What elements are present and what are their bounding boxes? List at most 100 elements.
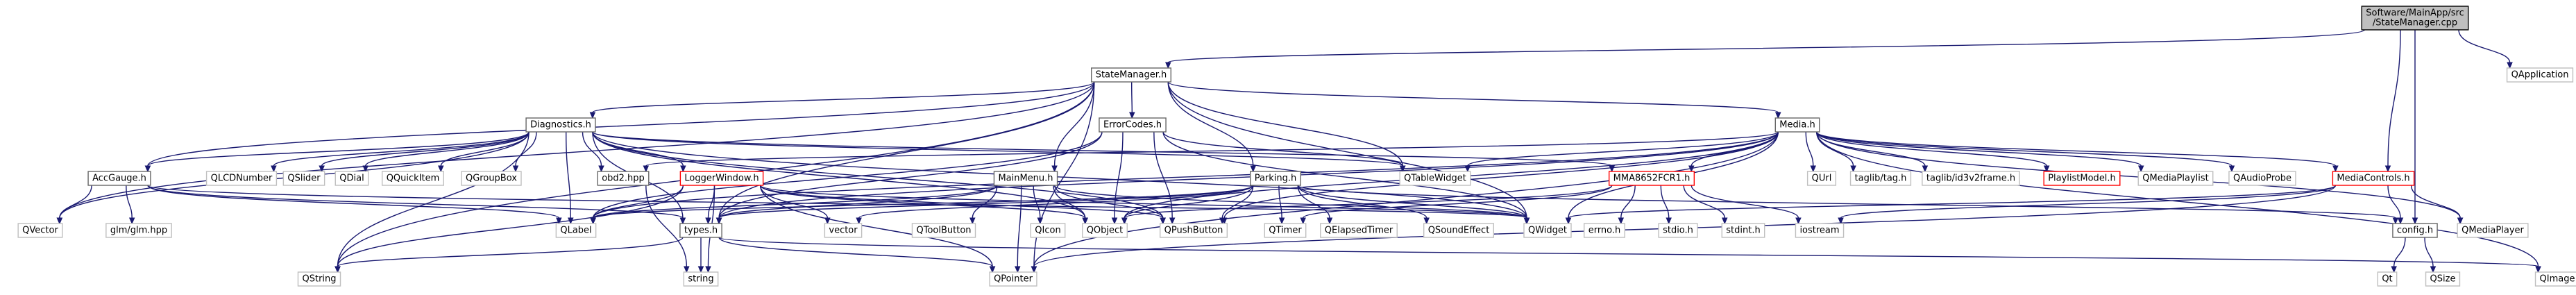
node-glm-hpp[interactable]: glm/glm.hpp [105,223,172,238]
edge-arrowhead [2392,217,2399,225]
node-label: ErrorCodes.h [1103,120,1162,130]
edge-arrowhead [684,266,690,273]
node-qurl[interactable]: QUrl [1806,171,1837,186]
edge-line [718,131,1103,219]
node-qicon[interactable]: QIcon [1030,223,1066,238]
node-qpushbutton[interactable]: QPushButton [1159,223,1228,238]
edge-line [1167,81,1527,219]
node-obd2-hpp[interactable]: obd2.hpp [597,171,650,186]
edge-arrowhead [2137,165,2144,173]
node-qwidget[interactable]: QWidget [1523,223,1572,238]
edge-diagnostics-h-to-qslider [319,131,529,173]
node-box [17,223,63,238]
node-playlistmodel-h[interactable]: PlaylistModel.h [2043,171,2121,186]
node-qsoundeffect[interactable]: QSoundEffect [1423,223,1494,238]
edge-mediacontrols-h-to-iostream [1838,185,2337,225]
edge-line [1568,185,2337,219]
node-qpointer[interactable]: QPointer [989,271,1037,287]
node-qimage[interactable]: QImage [2534,271,2576,287]
edge-arrowhead [1850,165,1856,173]
node-stdio-h[interactable]: stdio.h [1658,223,1698,238]
node-stdint-h[interactable]: stdint.h [1721,223,1765,238]
node-qobject[interactable]: QObject [1082,223,1128,238]
node-types-h[interactable]: types.h [679,223,722,238]
node-box [1423,223,1494,238]
node-root[interactable]: Software/MainApp/src/StateManager.cpp [2361,6,2469,31]
edge-line [645,185,688,267]
node-errno-h[interactable]: errno.h [1584,223,1625,238]
node-qapplication[interactable]: QApplication [2506,67,2574,83]
node-taglib-tag-h[interactable]: taglib/tag.h [1849,171,1912,186]
edge-arrowhead [705,266,711,273]
edge-arrowhead [1051,165,1058,173]
node-errorcodes-h[interactable]: ErrorCodes.h [1099,117,1167,133]
node-mma8652fcr1-h[interactable]: MMA8652FCR1.h [1608,171,1695,186]
node-label: QString [302,274,336,285]
edge-arrowhead [1838,217,1844,225]
node-box [1774,117,1820,133]
node-loggerwindow-h[interactable]: LoggerWindow.h [679,171,764,186]
node-qquickitem[interactable]: QQuickItem [382,171,444,186]
node-mediacontrols-h[interactable]: MediaControls.h [2332,171,2415,186]
node-qlabel[interactable]: QLabel [555,223,597,238]
node-box [1523,223,1572,238]
node-taglib-id3v2frame-h[interactable]: taglib/id3v2frame.h [1922,171,2020,186]
edge-line [273,131,529,167]
node-label: Qt [2382,274,2392,285]
node-vector[interactable]: vector [824,223,863,238]
node-diagnostics-h[interactable]: Diagnostics.h [525,117,596,133]
node-label: errno.h [1588,226,1621,236]
edge-line [337,131,529,267]
node-label: QSlider [287,174,321,184]
edge-media-h-to-obd2-hpp [643,131,1779,173]
node-label: stdio.h [1663,226,1693,236]
node-iostream[interactable]: iostream [1795,223,1845,238]
node-qtoolbutton[interactable]: QToolButton [911,223,976,238]
node-qt[interactable]: Qt [2377,271,2398,287]
node-box [2332,171,2415,186]
node-label: Media.h [1779,120,1815,130]
node-qlcdnumber[interactable]: QLCDNumber [205,171,278,186]
node-qmediaplayer[interactable]: QMediaPlayer [2457,223,2529,238]
edge-line [1303,185,1613,219]
edge-line [2424,237,2434,267]
edge-arrowhead [1278,217,1285,225]
edge-line [592,131,1103,219]
node-qelapsedtimer[interactable]: QElapsedTimer [1320,223,1398,238]
node-label: QWidget [1528,226,1567,236]
edge-diagnostics-h-to-loggerwindow-h [592,131,686,173]
edge-arrowhead [2457,217,2464,225]
node-qtimer[interactable]: QTimer [1264,223,1307,238]
edge-line [759,185,1164,219]
node-qslider[interactable]: QSlider [282,171,325,186]
node-qtablewidget[interactable]: QTableWidget [1399,171,1471,186]
edge-arrowhead [1015,266,1021,273]
node-label: QImage [2540,274,2575,285]
node-qsize[interactable]: QSize [2425,271,2461,287]
node-config-h[interactable]: config.h [2392,223,2438,238]
edge-statemanager-h-to-errorcodes-h [1129,81,1135,119]
edge-line [1683,185,1725,219]
edge-arrowhead [2228,165,2235,173]
node-qaudioprobe[interactable]: QAudioProbe [2228,171,2296,186]
node-string[interactable]: string [683,271,719,287]
node-box [1099,117,1167,133]
node-label: QTimer [1269,226,1302,236]
edge-mma8652fcr1-h-to-stdio-h [1660,185,1672,225]
edge-line [1033,185,1041,219]
node-accgauge-h[interactable]: AccGauge.h [87,171,151,186]
edge-line [592,131,1613,167]
node-qgroupbox[interactable]: QGroupBox [461,171,522,186]
node-mainmenu-h[interactable]: MainMenu.h [993,171,1058,186]
node-qvector[interactable]: QVector [17,223,63,238]
node-qdial[interactable]: QDial [334,171,369,186]
node-statemanager-h[interactable]: StateManager.h [1091,67,1171,83]
node-media-h[interactable]: Media.h [1774,117,1820,133]
node-parking-h[interactable]: Parking.h [1250,171,1301,186]
edge-arrowhead [1219,217,1226,225]
node-qmediaplaylist[interactable]: QMediaPlaylist [2137,171,2214,186]
edge-line [1840,185,2337,219]
edge-line [1167,29,2365,63]
node-box [555,223,597,238]
node-qstring[interactable]: QString [297,271,341,287]
